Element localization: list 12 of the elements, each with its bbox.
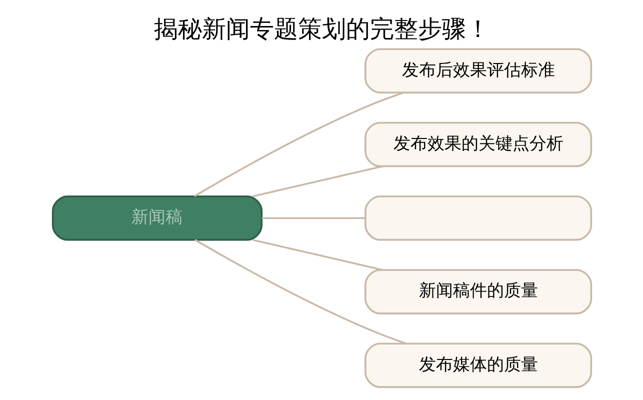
node-box: 发布后效果评估标准 — [364, 48, 592, 94]
node-box: 新闻稿件的质量 — [364, 269, 592, 314]
connector — [252, 165, 383, 198]
node-box: 发布效果的关键点分析 — [364, 122, 592, 168]
node-box: 发布媒体的质量 — [364, 342, 592, 388]
connector — [194, 92, 403, 197]
node-box — [364, 195, 592, 241]
diagram-title: 揭秘新闻专题策划的完整步骤！ — [154, 15, 490, 44]
connector — [261, 217, 365, 219]
node-box: 新闻稿 — [51, 195, 262, 241]
connector — [252, 239, 383, 271]
connector — [194, 239, 406, 344]
